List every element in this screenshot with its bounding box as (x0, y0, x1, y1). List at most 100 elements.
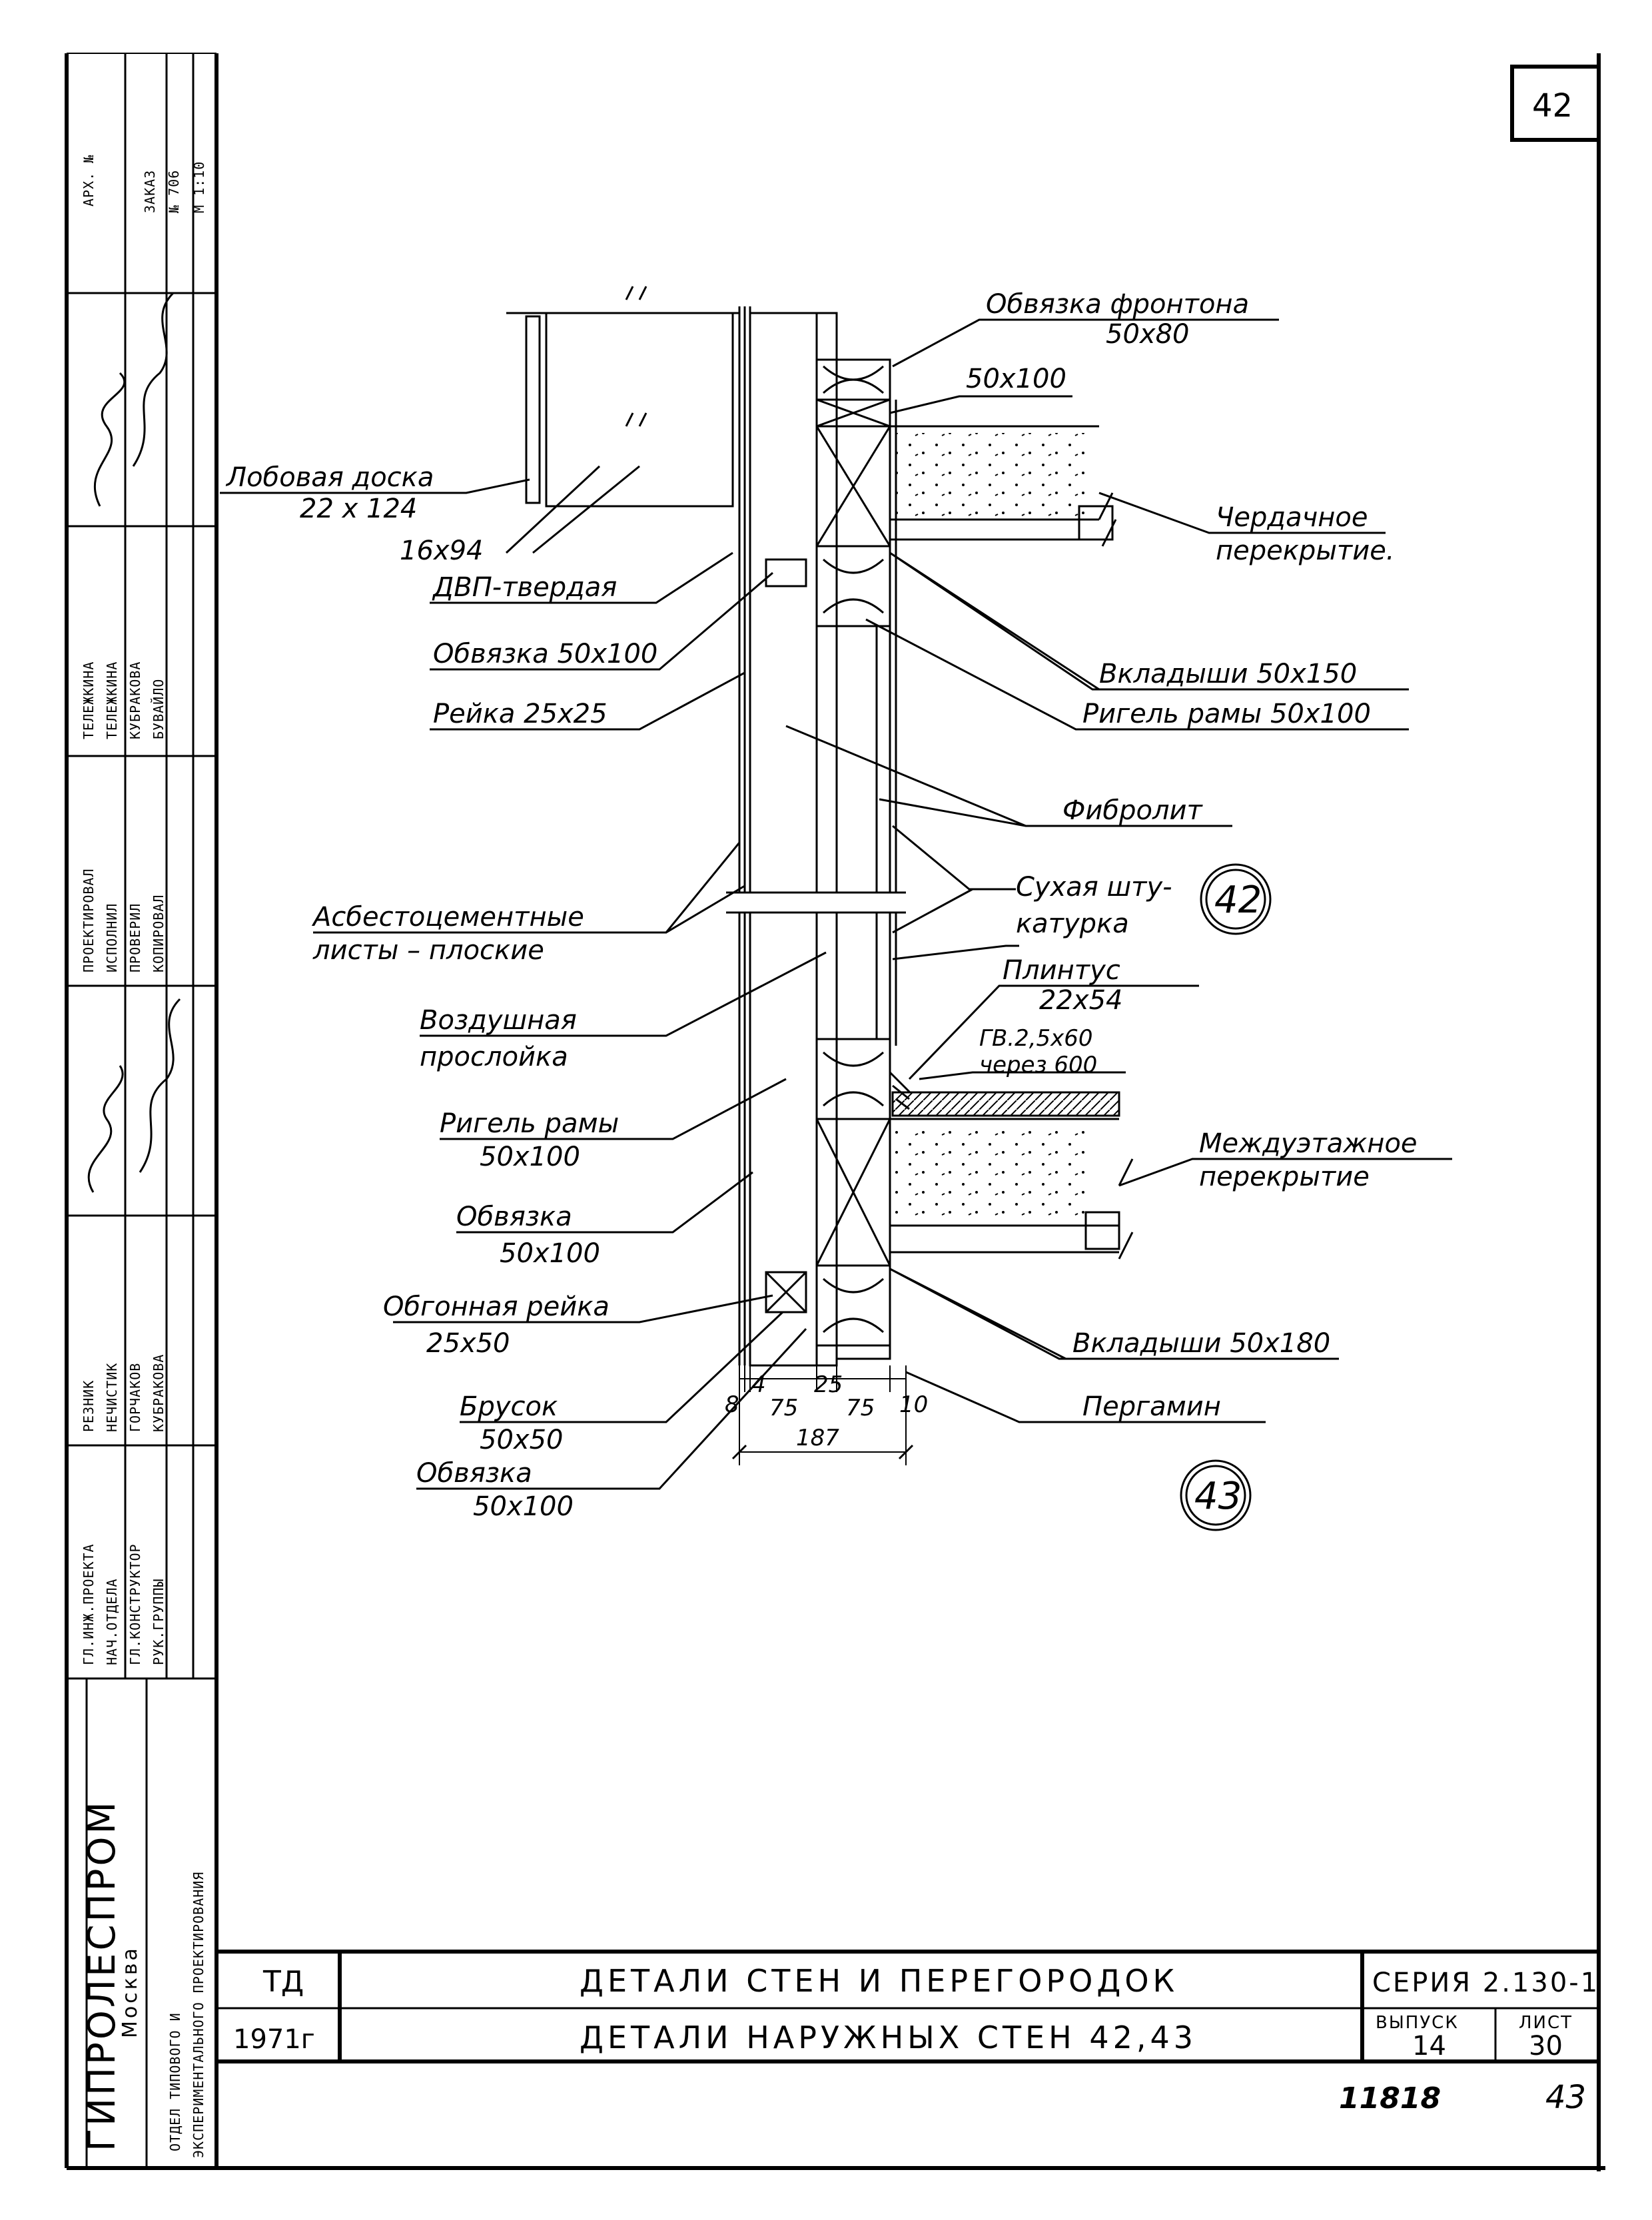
stamp-order: ЗАКАЗ (142, 170, 158, 213)
label-plintus: Плинтус (1003, 955, 1120, 986)
label-vozdushnaya-2: прослойка (420, 1042, 568, 1072)
label-fibrolit: Фибролит (1062, 795, 1204, 826)
wall-section: 8 4 75 25 75 10 187 (506, 286, 1134, 1465)
title-series: СЕРИЯ 2.130-1 (1372, 1968, 1599, 1998)
stamp-city: Москва (119, 1946, 142, 2038)
label-suhaya-1: Сухая шту- (1016, 872, 1172, 903)
label-50x100: 50х100 (966, 364, 1066, 394)
sheet-frame (65, 53, 1605, 2171)
label-plintus-size: 22х54 (1039, 985, 1122, 1016)
title-issue-label: ВЫПУСК (1376, 2013, 1459, 2033)
side-stamp-texts: АРХ. № ЗАКАЗ № 706 М 1:10 ГЛ.ИНЖ.ПРОЕКТА… (81, 155, 207, 2158)
label-asbest-1: Асбестоцементные (311, 902, 584, 932)
title-block: ТД 1971г ДЕТАЛИ СТЕН И ПЕРЕГОРОДОК ДЕТАЛ… (216, 1950, 1599, 2063)
title-issue: 14 (1412, 2031, 1446, 2061)
footer-number-right: 43 (1545, 2079, 1586, 2116)
fascia-board (525, 315, 541, 504)
title-code: ТД (262, 1965, 304, 1999)
stamp-order-no: № 706 (166, 170, 182, 213)
stamp-org: ГИПРОЛЕСПРОМ (81, 1799, 124, 2151)
detail-markers: 42 43 (1180, 863, 1272, 1531)
air-gap (815, 312, 838, 1367)
label-gvozdi: ГВ.2,5х60 (979, 1025, 1093, 1052)
stamp-name-3: ГОРЧАКОВ (127, 1363, 143, 1432)
stamp-role-5: ПРОЕКТИРОВАЛ (81, 869, 97, 973)
label-brusok: Брусок (460, 1391, 558, 1422)
detail-42-number: 42 (1214, 879, 1262, 922)
label-obvyazka-50x100: Обвязка 50х100 (433, 639, 657, 669)
stamp-role-1: ГЛ.ИНЖ.ПРОЕКТА (81, 1543, 97, 1665)
dim-187: 187 (796, 1425, 839, 1451)
label-obvyazka-frontona-size: 50х80 (1106, 319, 1189, 350)
label-dvp: ДВП-твердая (432, 572, 617, 603)
stamp-name-5: ТЕЛЕЖКИНА (81, 661, 97, 739)
stamp-name-6: ТЕЛЕЖКИНА (104, 661, 120, 739)
label-reika: Рейка 25х25 (433, 699, 608, 729)
sheet-number-box (1510, 65, 1601, 142)
label-obvyazka-2-size: 50х100 (473, 1491, 574, 1522)
label-vkladyshi-180: Вкладыши 50х180 (1072, 1328, 1330, 1359)
stamp-archive: АРХ. № (81, 155, 97, 206)
dim-8: 8 (725, 1391, 739, 1418)
stamp-name-7: КУБРАКОВА (127, 661, 143, 739)
stamp-dept-1: ОТДЕЛ ТИПОВОГО И (167, 2012, 183, 2151)
dim-75a: 75 (769, 1395, 798, 1421)
label-16x94: 16х94 (400, 536, 483, 566)
stamp-role-6: ИСПОЛНИЛ (104, 903, 120, 972)
label-rigel-ramy-size: 50х100 (480, 1142, 580, 1172)
title-sheet-label: ЛИСТ (1519, 2013, 1573, 2033)
label-cherez: через 600 (979, 1052, 1097, 1078)
dimension-chain: 8 4 75 25 75 10 187 (725, 1365, 928, 1465)
label-rigel-ramy: Ригель рамы (440, 1108, 619, 1139)
detail-43-number: 43 (1194, 1475, 1242, 1518)
label-obvyazka-2: Обвязка (416, 1458, 532, 1489)
stamp-name-2: НЕЧИСТИК (104, 1363, 120, 1432)
dim-4: 4 (751, 1371, 766, 1398)
label-brusok-size: 50х50 (480, 1425, 563, 1455)
footer-number-left: 11818 (1339, 2081, 1441, 2115)
side-stamp (67, 53, 216, 2168)
dim-75b: 75 (846, 1395, 875, 1421)
label-cherdachnoe-2: перекрытие. (1216, 536, 1395, 566)
label-obvyazka: Обвязка (456, 1202, 572, 1232)
fibrolite-inner (835, 625, 878, 1040)
label-mezhduetazhnoe-2: перекрытие (1199, 1162, 1370, 1192)
dim-10: 10 (899, 1391, 928, 1418)
leader-lines (220, 318, 1452, 1490)
fibrolite-outer (749, 312, 818, 1367)
stamp-role-8: КОПИРОВАЛ (151, 895, 167, 972)
label-cherdachnoe: Чердачное (1216, 502, 1368, 533)
stamp-name-8: БУВАЙЛО (151, 679, 167, 739)
floor-joist-end (1084, 1211, 1120, 1250)
label-obvyazka-frontona: Обвязка фронтона (986, 289, 1249, 320)
stamp-role-3: ГЛ.КОНСТРУКТОР (127, 1543, 143, 1665)
stamp-role-7: ПРОВЕРИЛ (127, 903, 143, 972)
title-year: 1971г (233, 2024, 315, 2055)
rafter-block (545, 312, 734, 508)
label-asbest-2: листы – плоские (312, 935, 544, 966)
label-mezhduetazhnoe-1: Междуэтажное (1199, 1128, 1418, 1159)
label-pergamin: Пергамин (1082, 1391, 1221, 1422)
attic-joist-end (1078, 505, 1114, 541)
label-obgonnaya: Обгонная рейка (383, 1292, 610, 1322)
title-line-2: ДЕТАЛИ НАРУЖНЫХ СТЕН 42,43 (580, 2020, 1197, 2055)
label-obvyazka-size: 50х100 (500, 1238, 600, 1269)
stamp-name-4: КУБРАКОВА (151, 1354, 167, 1432)
signature-scribbles (87, 292, 181, 1193)
label-rigel-ramy-top: Ригель рамы 50х100 (1082, 699, 1371, 729)
stamp-role-2: НАЧ.ОТДЕЛА (104, 1579, 120, 1665)
stamp-dept-2: ЭКСПЕРИМЕНТАЛЬНОГО ПРОЕКТИРОВАНИЯ (191, 1872, 206, 2158)
label-vozdushnaya-1: Воздушная (420, 1005, 577, 1036)
label-lobovaya-doska-size: 22 х 124 (300, 494, 417, 524)
stamp-role-4: РУК.ГРУППЫ (151, 1579, 167, 1665)
callout-texts: Обвязка фронтона 50х80 50х100 Лобовая до… (225, 289, 1418, 1522)
sheet-number: 42 (1532, 87, 1573, 125)
title-line-1: ДЕТАЛИ СТЕН И ПЕРЕГОРОДОК (580, 1963, 1178, 1999)
dim-25: 25 (814, 1371, 843, 1398)
detail-circle-42 (1200, 863, 1272, 935)
label-obgonnaya-size: 25х50 (426, 1328, 510, 1359)
label-vkladyshi-150: Вкладыши 50х150 (1099, 659, 1357, 689)
stamp-scale: М 1:10 (191, 161, 207, 213)
